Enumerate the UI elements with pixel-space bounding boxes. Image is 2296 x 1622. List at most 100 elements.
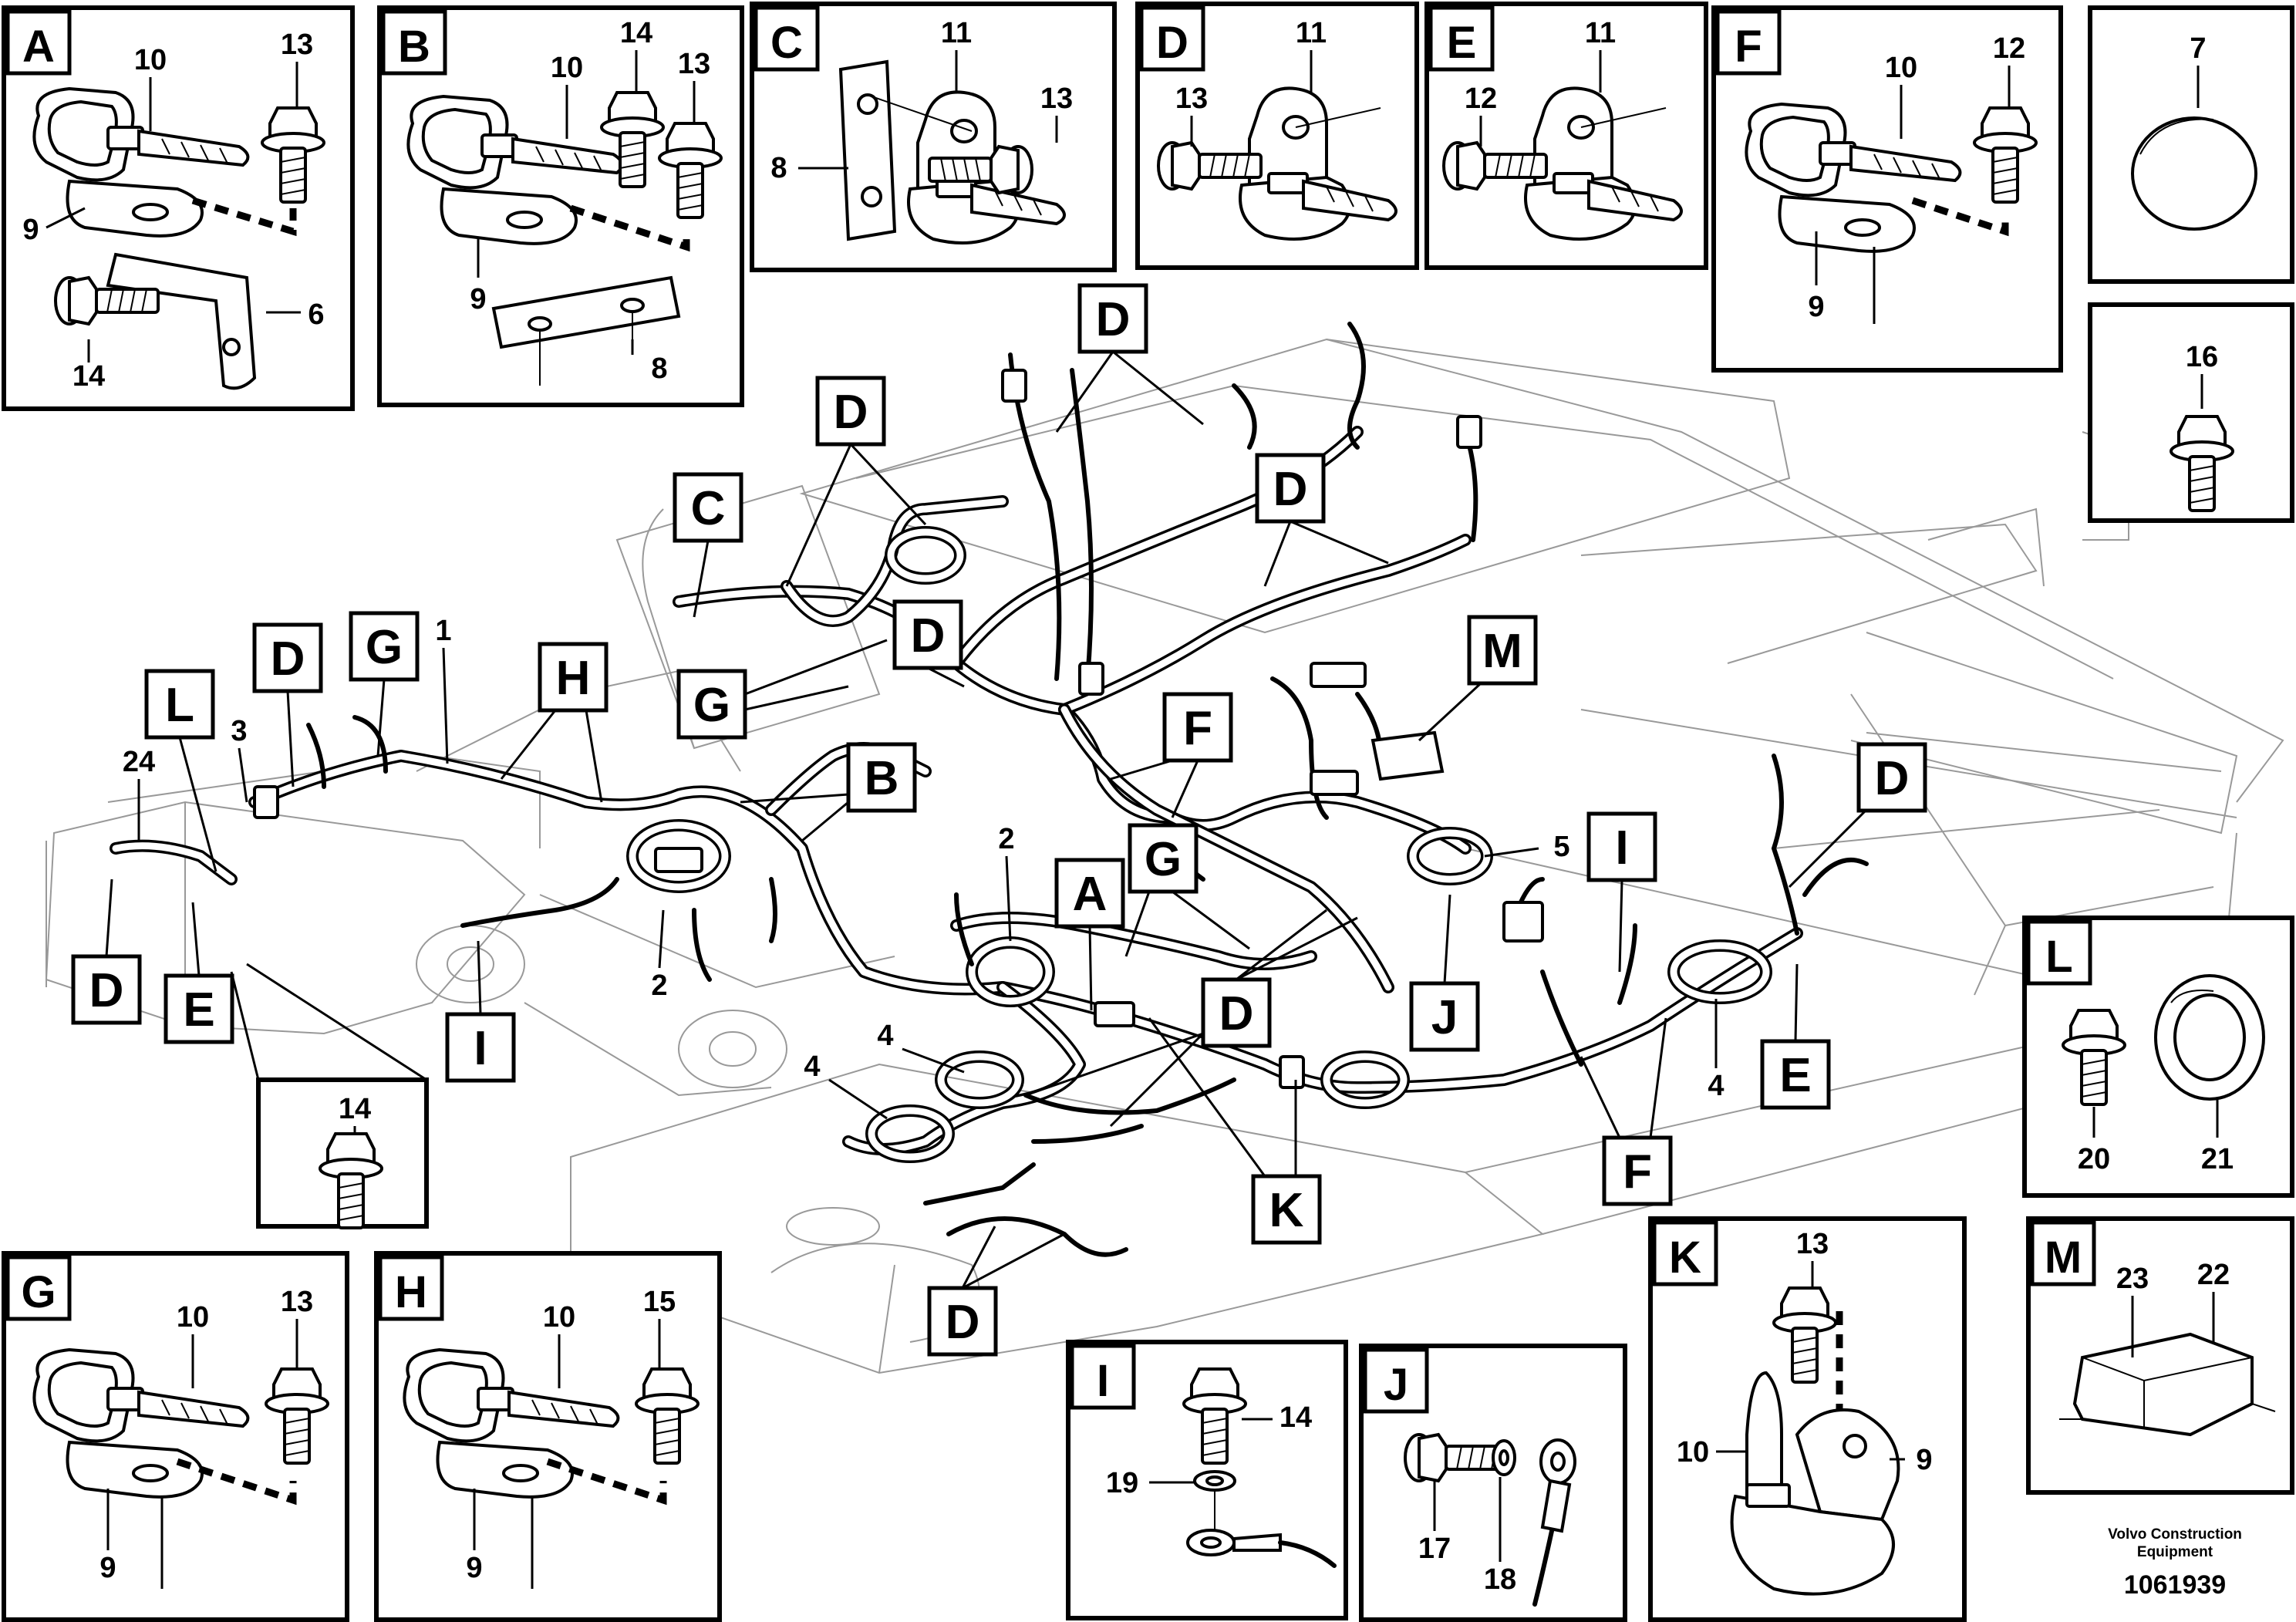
panel-b-callout-13: 13 [678,48,710,80]
footer: Volvo Construction Equipment 1061939 [2108,1526,2242,1600]
panel-l-callout-21: 21 [2201,1143,2234,1175]
panel-f-callout-9: 9 [1808,291,1824,323]
main-label-f-upper: F [1183,702,1212,755]
panel-f-callout-12: 12 [1993,32,2025,65]
callout-5: 5 [1553,831,1569,863]
drawing-number: 1061939 [2124,1570,2226,1600]
callout-24: 24 [123,746,155,778]
detail-panel-16: 16 [2088,302,2294,523]
panel-h-callout-10: 10 [543,1301,575,1334]
panel-b-letter: B [398,22,430,72]
callout-4-lower: 4 [804,1050,820,1083]
panel-e-letter: E [1447,18,1477,68]
panel-m-letter: M [2045,1233,2082,1283]
panel-h-callout-15: 15 [643,1286,676,1318]
panel-c-callout-13: 13 [1040,83,1073,115]
panel-i-letter: I [1097,1356,1109,1406]
main-label-g-center: G [693,679,730,732]
detail-panel-k: K 13 10 9 [1648,1216,1967,1622]
panel-g-letter: G [21,1267,56,1317]
panel-c-callout-8: 8 [770,152,787,184]
main-label-i-left: I [474,1022,487,1075]
main-label-d-upper-left: D [834,386,868,439]
main-labels: D D D D D D D D D C G [71,283,1927,1357]
panel-e-callout-11: 11 [1585,17,1616,49]
panel-k-callout-9: 9 [1916,1444,1932,1476]
panel-b-callout-8: 8 [651,352,667,385]
callout-2-right: 2 [998,823,1014,855]
panel-m-callout-22: 22 [2197,1259,2230,1291]
panel-f-callout-10: 10 [1885,52,1917,84]
detail-panel-h: H 10 15 9 [374,1251,722,1622]
panel-b-callout-14: 14 [620,17,652,49]
panel-g-callout-13: 13 [281,1286,313,1318]
detail-panel-e: E 11 12 [1424,2,1708,270]
company-line-1: Volvo Construction [2108,1526,2242,1543]
panel-a-callout-10: 10 [134,44,167,76]
panel-g-callout-9: 9 [99,1552,116,1584]
panel-k-callout-10: 10 [1677,1436,1709,1469]
main-label-d-right: D [1875,752,1910,805]
detail-panel-7: 7 [2088,5,2294,284]
panel-c-letter: C [770,18,803,68]
callout-4-right: 4 [1708,1070,1724,1102]
main-label-d-lower-mid: D [1219,987,1254,1040]
panel-f-letter: F [1735,22,1762,72]
panel-a-callout-14: 14 [72,360,105,393]
main-label-f-lower: F [1623,1145,1652,1199]
panel-c-callout-11: 11 [941,17,972,49]
main-label-e-right: E [1779,1049,1811,1102]
main-label-g-mid: G [1145,833,1182,886]
panel-a-letter: A [22,22,55,72]
panel-d-letter: D [1156,18,1188,68]
panel-a-callout-9: 9 [22,214,39,246]
main-label-m: M [1482,625,1522,678]
panel-j-callout-18: 18 [1484,1563,1516,1596]
main-label-b: B [865,752,899,805]
detail-panel-b: B 10 14 13 9 8 [377,5,744,407]
panel-h-letter: H [395,1267,427,1317]
main-label-d-top: D [1096,293,1131,346]
callout-4-upper: 4 [877,1020,893,1052]
panel-a-callout-6: 6 [308,298,324,331]
main-label-e-left: E [183,983,214,1037]
panel-e-callout-12: 12 [1465,83,1497,115]
panel-m-callout-23: 23 [2116,1263,2149,1295]
callout-1: 1 [435,615,451,647]
main-label-j: J [1431,991,1458,1044]
panel-j-callout-17: 17 [1418,1533,1451,1565]
main-label-d-far-left: D [89,964,124,1017]
main-label-d-center: D [911,609,946,663]
panel-b-callout-10: 10 [551,52,583,84]
main-label-a: A [1073,868,1108,921]
panel-l-callout-20: 20 [2078,1143,2110,1175]
main-label-d-bottom: D [946,1296,980,1349]
detail-panel-14: 14 [230,963,429,1229]
main-label-i-right: I [1615,821,1628,875]
detail-panel-f: F 10 12 9 [1711,5,2063,373]
detail-panel-c: C 11 13 8 [750,2,1117,272]
detail-panel-i: I 14 19 [1066,1340,1348,1620]
callout-3: 3 [231,715,247,747]
panel-i-callout-14: 14 [1279,1401,1312,1434]
panel-d-callout-13: 13 [1175,83,1208,115]
panel-7-callout: 7 [2190,32,2206,65]
main-label-d-upper-mid: D [1273,463,1308,516]
main-label-l: L [165,679,194,732]
panel-h-callout-9: 9 [466,1552,482,1584]
main-callouts: 1 2 2 3 24 5 4 4 4 [123,615,1725,1120]
panel-b-callout-9: 9 [470,283,486,315]
wiring-harness [110,322,1869,1257]
panel-l-letter: L [2045,932,2072,982]
detail-panel-d: D 11 13 [1135,2,1419,270]
panel-j-letter: J [1384,1360,1408,1410]
main-label-c: C [691,482,726,535]
detail-panel-a: A 10 13 9 6 14 [2,5,355,411]
panel-k-letter: K [1669,1233,1701,1283]
panel-a-callout-13: 13 [281,29,313,61]
detail-panel-m: M 23 22 [2026,1216,2294,1495]
company-line-2: Equipment [2137,1544,2213,1560]
panel-k-callout-13: 13 [1796,1228,1829,1260]
panel-d-callout-11: 11 [1296,17,1327,49]
